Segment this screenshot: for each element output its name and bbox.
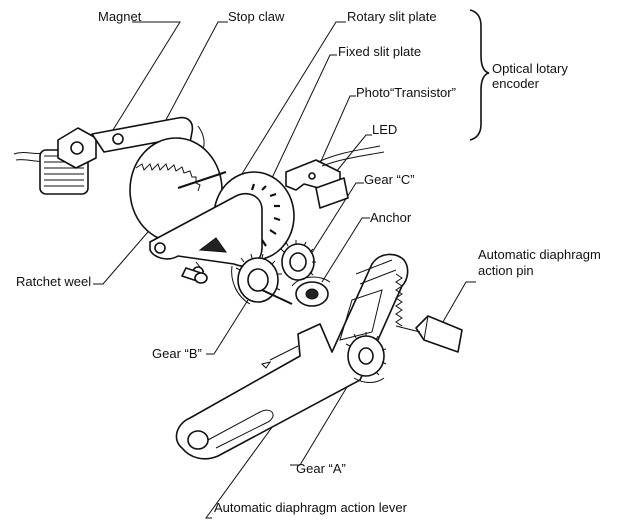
aperture-pin xyxy=(395,315,463,353)
label-gear-b: Gear “B” xyxy=(152,346,202,361)
leader-gear-c xyxy=(305,182,364,263)
anchor xyxy=(291,276,331,307)
leader-rotary-slit-plate xyxy=(231,21,346,191)
gear-b xyxy=(231,253,293,305)
label-magnet: Magnet xyxy=(98,9,142,24)
encoder-brace xyxy=(469,9,490,141)
label-photo-transistor: Photo“Transistor” xyxy=(356,85,456,100)
leader-gear-a xyxy=(290,371,357,466)
label-aperture-pin-line1: Automatic diaphragm xyxy=(478,247,601,262)
magnet-assembly xyxy=(13,127,97,195)
label-stop-claw: Stop claw xyxy=(228,9,285,24)
label-fixed-slit-plate: Fixed slit plate xyxy=(338,44,422,59)
leader-fixed-slit-plate xyxy=(254,54,337,215)
label-gear-c: Gear “C” xyxy=(364,172,415,187)
leader-aperture-pin xyxy=(435,281,476,335)
gear-c xyxy=(280,240,316,281)
label-aperture-pin-line2: action pin xyxy=(478,263,534,278)
photo-transistor xyxy=(285,145,385,209)
leader-magnet xyxy=(107,21,181,139)
label-rotary-slit-plate: Rotary slit plate xyxy=(347,9,437,24)
leader-ratchet-wheel xyxy=(93,217,161,285)
leader-anchor xyxy=(321,217,370,283)
leader-gear-b xyxy=(206,299,249,355)
label-encoder-line2: encoder xyxy=(492,76,539,91)
aperture-lever xyxy=(175,253,409,460)
leader-lines xyxy=(93,21,476,519)
leader-photo-transistor xyxy=(317,95,356,169)
label-anchor: Anchor xyxy=(370,210,412,225)
label-aperture-lever: Automatic diaphragm action lever xyxy=(214,500,407,515)
screw xyxy=(181,267,208,284)
label-gear-a: Gear “A” xyxy=(296,461,346,476)
leader-stop-claw xyxy=(149,21,228,151)
label-encoder-line1: Optical lotary xyxy=(492,61,568,76)
label-led: LED xyxy=(372,122,398,137)
label-ratchet-wheel: Ratchet weel xyxy=(16,274,92,289)
gear-a xyxy=(345,332,387,383)
